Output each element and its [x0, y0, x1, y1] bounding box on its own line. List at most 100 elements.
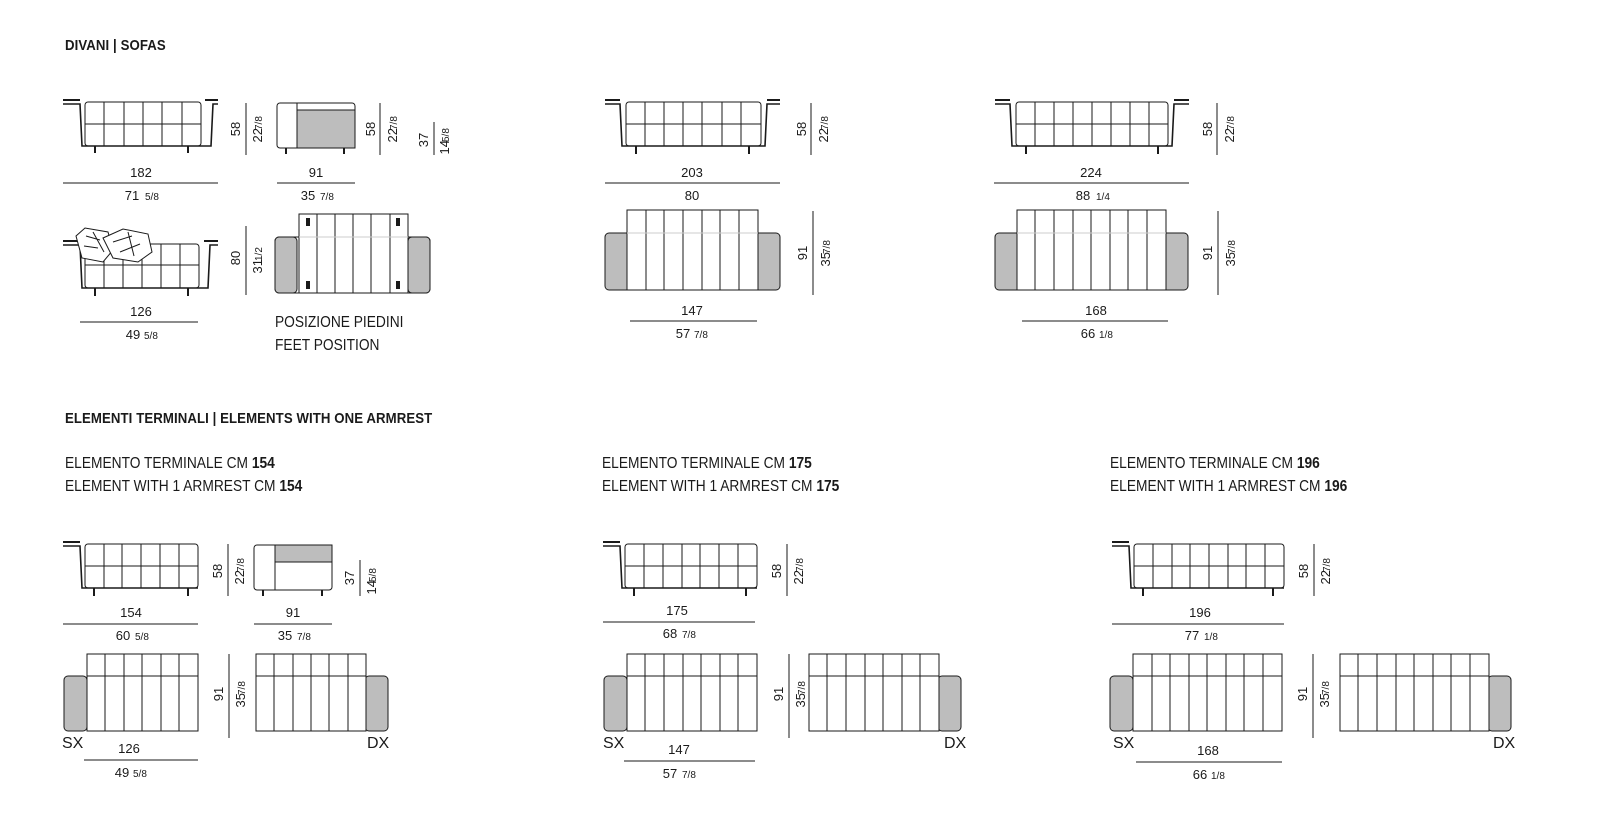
terminal-154-front-view	[63, 541, 199, 596]
dim-147: 147	[681, 303, 703, 318]
dim-154-in: 60	[116, 628, 130, 643]
dim-196-in: 77	[1185, 628, 1199, 643]
caption-size: 175	[816, 478, 840, 495]
dim-126-frac: 5/8	[133, 769, 147, 780]
caption-size: 196	[1296, 455, 1320, 472]
dim-h58: 58	[1200, 122, 1215, 136]
caption-size: 154	[251, 455, 275, 472]
dim-h58-in: 22	[816, 128, 831, 142]
sofa-203-front-view	[605, 99, 780, 154]
dim-h37: 37	[416, 133, 431, 147]
dim-196-frac: 1/8	[1204, 632, 1218, 643]
dim-168-frac: 1/8	[1211, 771, 1225, 782]
dim-126-frac: 5/8	[144, 331, 158, 342]
dim-h80-in: 31	[250, 259, 265, 273]
dim-h58-in: 22	[385, 128, 400, 142]
dim-h58-in: 22	[791, 570, 806, 584]
dim-224-in: 88	[1076, 188, 1090, 203]
label-dx: DX	[367, 735, 390, 752]
feet-position-note: POSIZIONE PIEDINI FEET POSITION	[275, 311, 403, 357]
caption-en: ELEMENT WITH 1 ARMREST CM	[1110, 478, 1325, 495]
dim-d91-frac: 7/8	[822, 240, 833, 254]
dim-168-in: 66	[1193, 767, 1207, 782]
dim-91: 91	[286, 605, 300, 620]
dim-182: 182	[130, 165, 152, 180]
dim-126: 126	[130, 304, 152, 319]
dim-175-in: 68	[663, 626, 677, 641]
caption-en: ELEMENT WITH 1 ARMREST CM	[602, 478, 817, 495]
dim-d91-in: 35	[1317, 693, 1332, 707]
caption-en: ELEMENT WITH 1 ARMREST CM	[65, 478, 280, 495]
dim-h58-in: 22	[232, 570, 247, 584]
dim-182-frac: 5/8	[145, 192, 159, 203]
label-sx: SX	[603, 735, 625, 752]
dim-168-in: 66	[1081, 326, 1095, 341]
terminal-side-view	[253, 544, 333, 596]
caption-size: 175	[788, 455, 812, 472]
sofa-side-view	[276, 102, 356, 154]
label-sx: SX	[1113, 735, 1135, 752]
terminal-126-plan-sx	[63, 653, 199, 732]
caption-154: ELEMENTO TERMINALE CM 154 ELEMENT WITH 1…	[65, 452, 302, 498]
dim-147: 147	[668, 742, 690, 757]
caption-it: ELEMENTO TERMINALE CM	[1110, 455, 1297, 472]
dim-d91-frac: 7/8	[1227, 240, 1238, 254]
dim-h58-frac: 7/8	[820, 116, 831, 130]
armchair-126-front-view	[63, 227, 218, 296]
terminal-196-front-view	[1112, 541, 1285, 596]
dim-182-in: 71	[125, 188, 139, 203]
dim-h58: 58	[363, 122, 378, 136]
dim-d91-in: 35	[233, 693, 248, 707]
dim-d91-in: 35	[818, 252, 833, 266]
terminal-126-plan-dx	[255, 653, 389, 732]
sofa-224-front-view	[995, 99, 1189, 154]
dim-d91: 91	[795, 246, 810, 260]
dim-h58-frac: 7/8	[389, 116, 400, 130]
terminal-147-plan-dx	[808, 653, 962, 732]
section-header-terminals: ELEMENTI TERMINALI | ELEMENTS WITH ONE A…	[65, 410, 433, 427]
terminal-147-plan-sx	[603, 653, 758, 732]
dim-d91: 91	[1200, 246, 1215, 260]
dim-91: 91	[309, 165, 323, 180]
dim-d91-frac: 7/8	[237, 681, 248, 695]
dim-h37: 37	[342, 571, 357, 585]
dim-d91: 91	[1295, 687, 1310, 701]
dim-h58-frac: 7/8	[254, 116, 265, 130]
dim-h37-frac: 5/8	[368, 568, 379, 582]
dim-h58-in: 22	[1318, 570, 1333, 584]
terminal-168-plan-sx	[1109, 653, 1283, 732]
label-dx: DX	[944, 735, 967, 752]
dim-147-in: 57	[676, 326, 690, 341]
dim-h58: 58	[769, 564, 784, 578]
dim-h58: 58	[210, 564, 225, 578]
dim-d91-in: 35	[1223, 252, 1238, 266]
dim-175: 175	[666, 603, 688, 618]
dim-147-in: 57	[663, 766, 677, 781]
dim-h37-in: 14	[437, 140, 452, 154]
caption-size: 154	[279, 478, 303, 495]
label-sx: SX	[62, 735, 84, 752]
dim-91-in: 35	[278, 628, 292, 643]
dim-126-in: 49	[115, 765, 129, 780]
dim-224-frac: 1/4	[1096, 192, 1110, 203]
dim-175-frac: 7/8	[682, 630, 696, 641]
feet-position-plan-view	[274, 213, 431, 294]
dim-168-frac: 1/8	[1099, 330, 1113, 341]
caption-it: ELEMENTO TERMINALE CM	[65, 455, 252, 472]
dim-126: 126	[118, 741, 140, 756]
terminal-168-plan-dx	[1339, 653, 1512, 732]
section-header-sofas: DIVANI | SOFAS	[65, 37, 166, 54]
dim-h80-frac: 1/2	[254, 247, 265, 261]
dim-168: 168	[1085, 303, 1107, 318]
dim-91-frac: 7/8	[297, 632, 311, 643]
dim-91-in: 35	[301, 188, 315, 203]
dim-d91-in: 35	[793, 693, 808, 707]
dim-203: 203	[681, 165, 703, 180]
dim-h58-in: 22	[250, 128, 265, 142]
dim-196: 196	[1189, 605, 1211, 620]
dim-d91: 91	[211, 687, 226, 701]
dim-154: 154	[120, 605, 142, 620]
dim-d91: 91	[771, 687, 786, 701]
dim-h58: 58	[228, 122, 243, 136]
